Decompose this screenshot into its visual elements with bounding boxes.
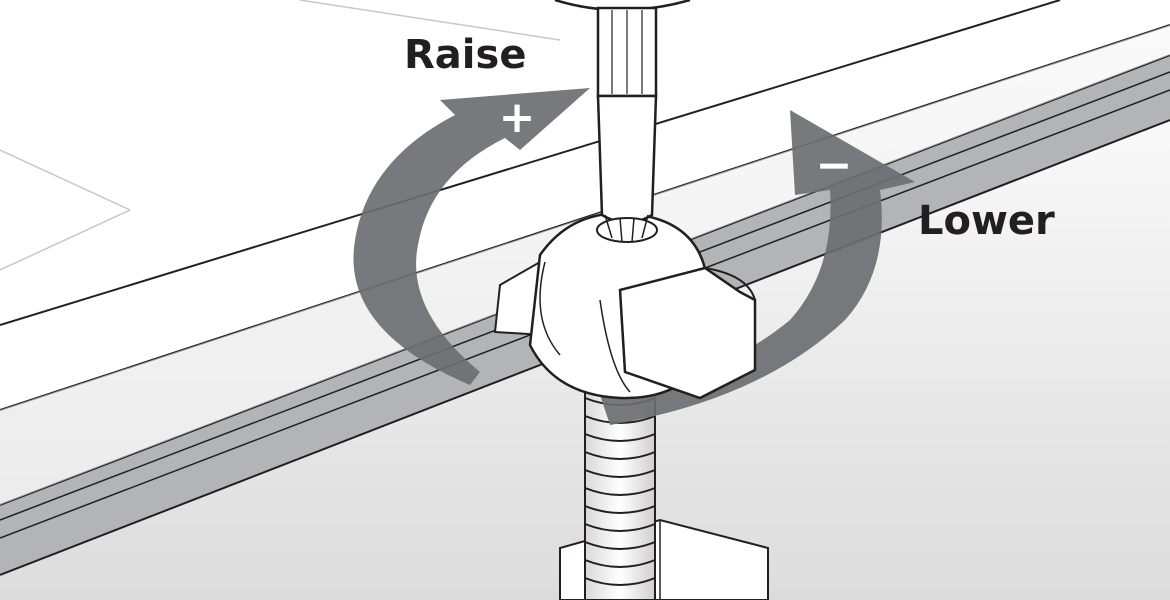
minus-sign: − — [816, 140, 853, 191]
lower-label: Lower — [918, 198, 1055, 244]
raise-label: Raise — [404, 32, 526, 78]
torx-screwdriver-icon — [554, 0, 691, 243]
leveler-nut — [493, 212, 757, 400]
clockwise-arrow-icon — [600, 110, 915, 425]
plus-sign: + — [499, 92, 536, 143]
counter-clockwise-arrow-icon — [353, 88, 590, 385]
